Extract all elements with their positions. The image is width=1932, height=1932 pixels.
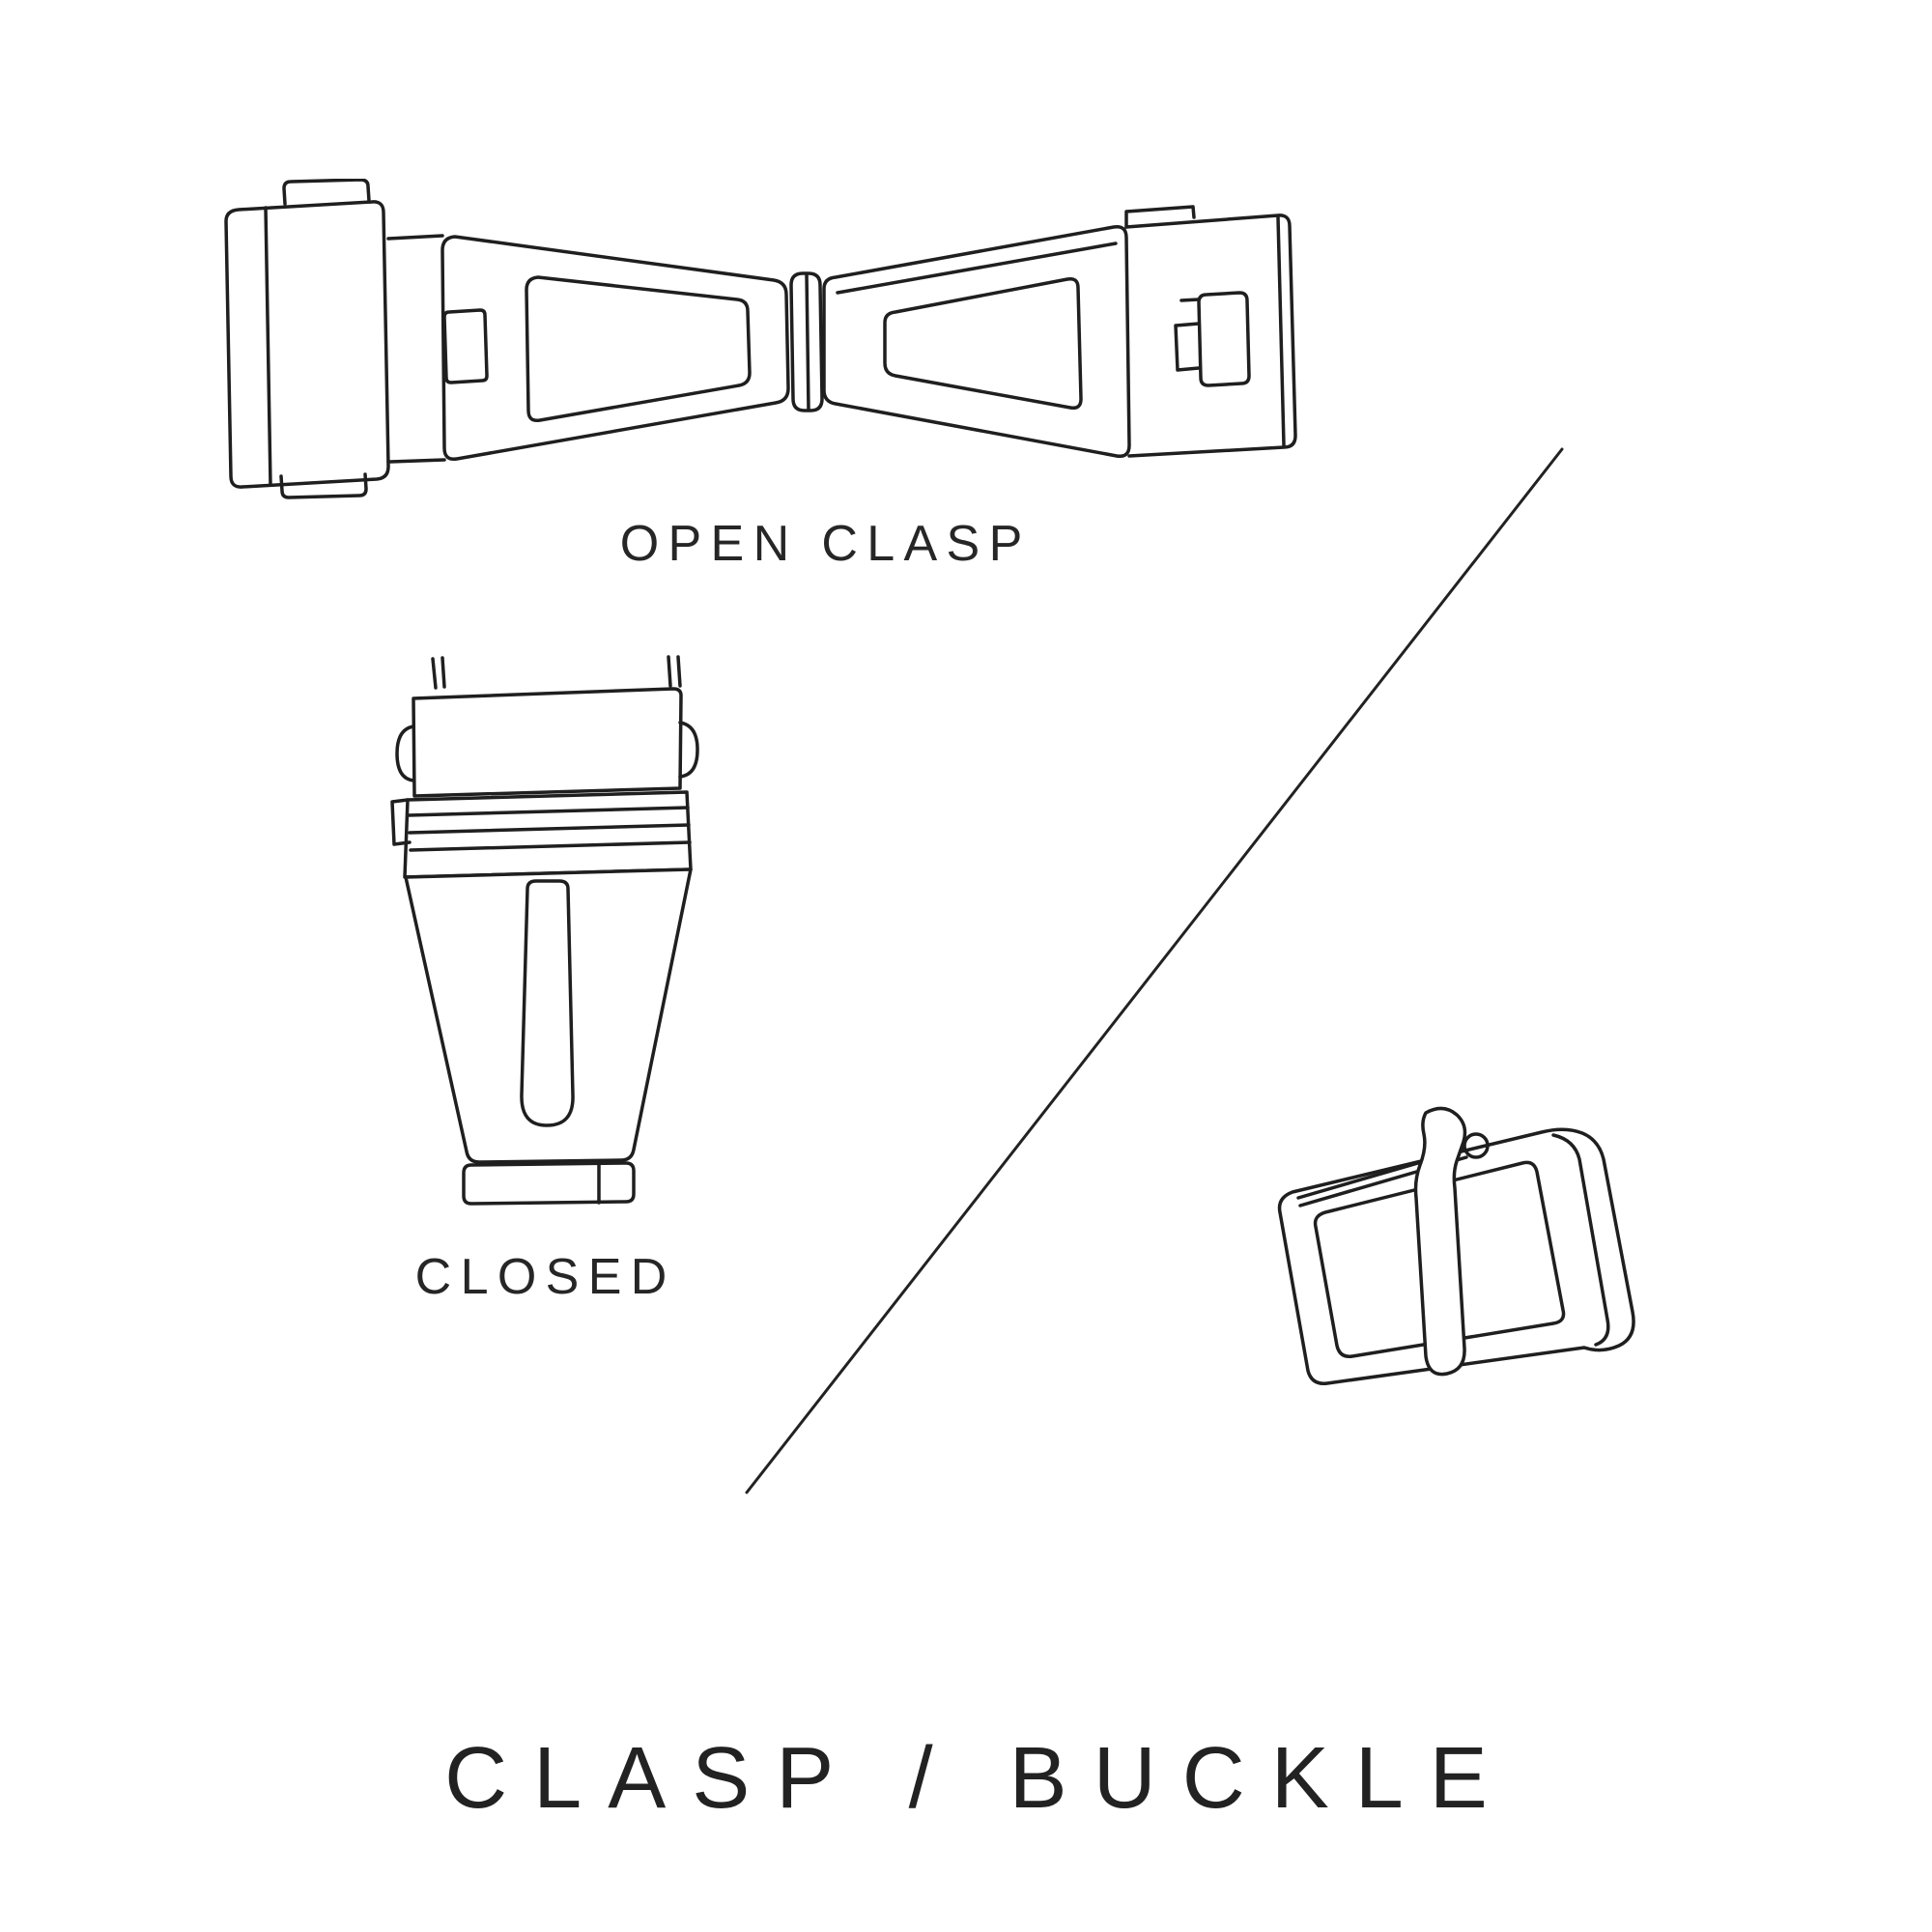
open-clasp-drawing [224, 179, 1297, 499]
page-title: CLASP / BUCKLE [444, 1730, 1514, 1827]
closed-clasp-label: CLOSED [414, 1249, 676, 1305]
closed-clasp-drawing [390, 655, 699, 1206]
closed-clasp-illustration [384, 655, 713, 1220]
open-clasp-illustration [217, 179, 1314, 502]
open-clasp-label: OPEN CLASP [619, 516, 1032, 572]
tang-buckle-illustration [1235, 1090, 1662, 1430]
diagonal-divider [729, 435, 1589, 1512]
tang-buckle-drawing [1277, 1106, 1635, 1385]
